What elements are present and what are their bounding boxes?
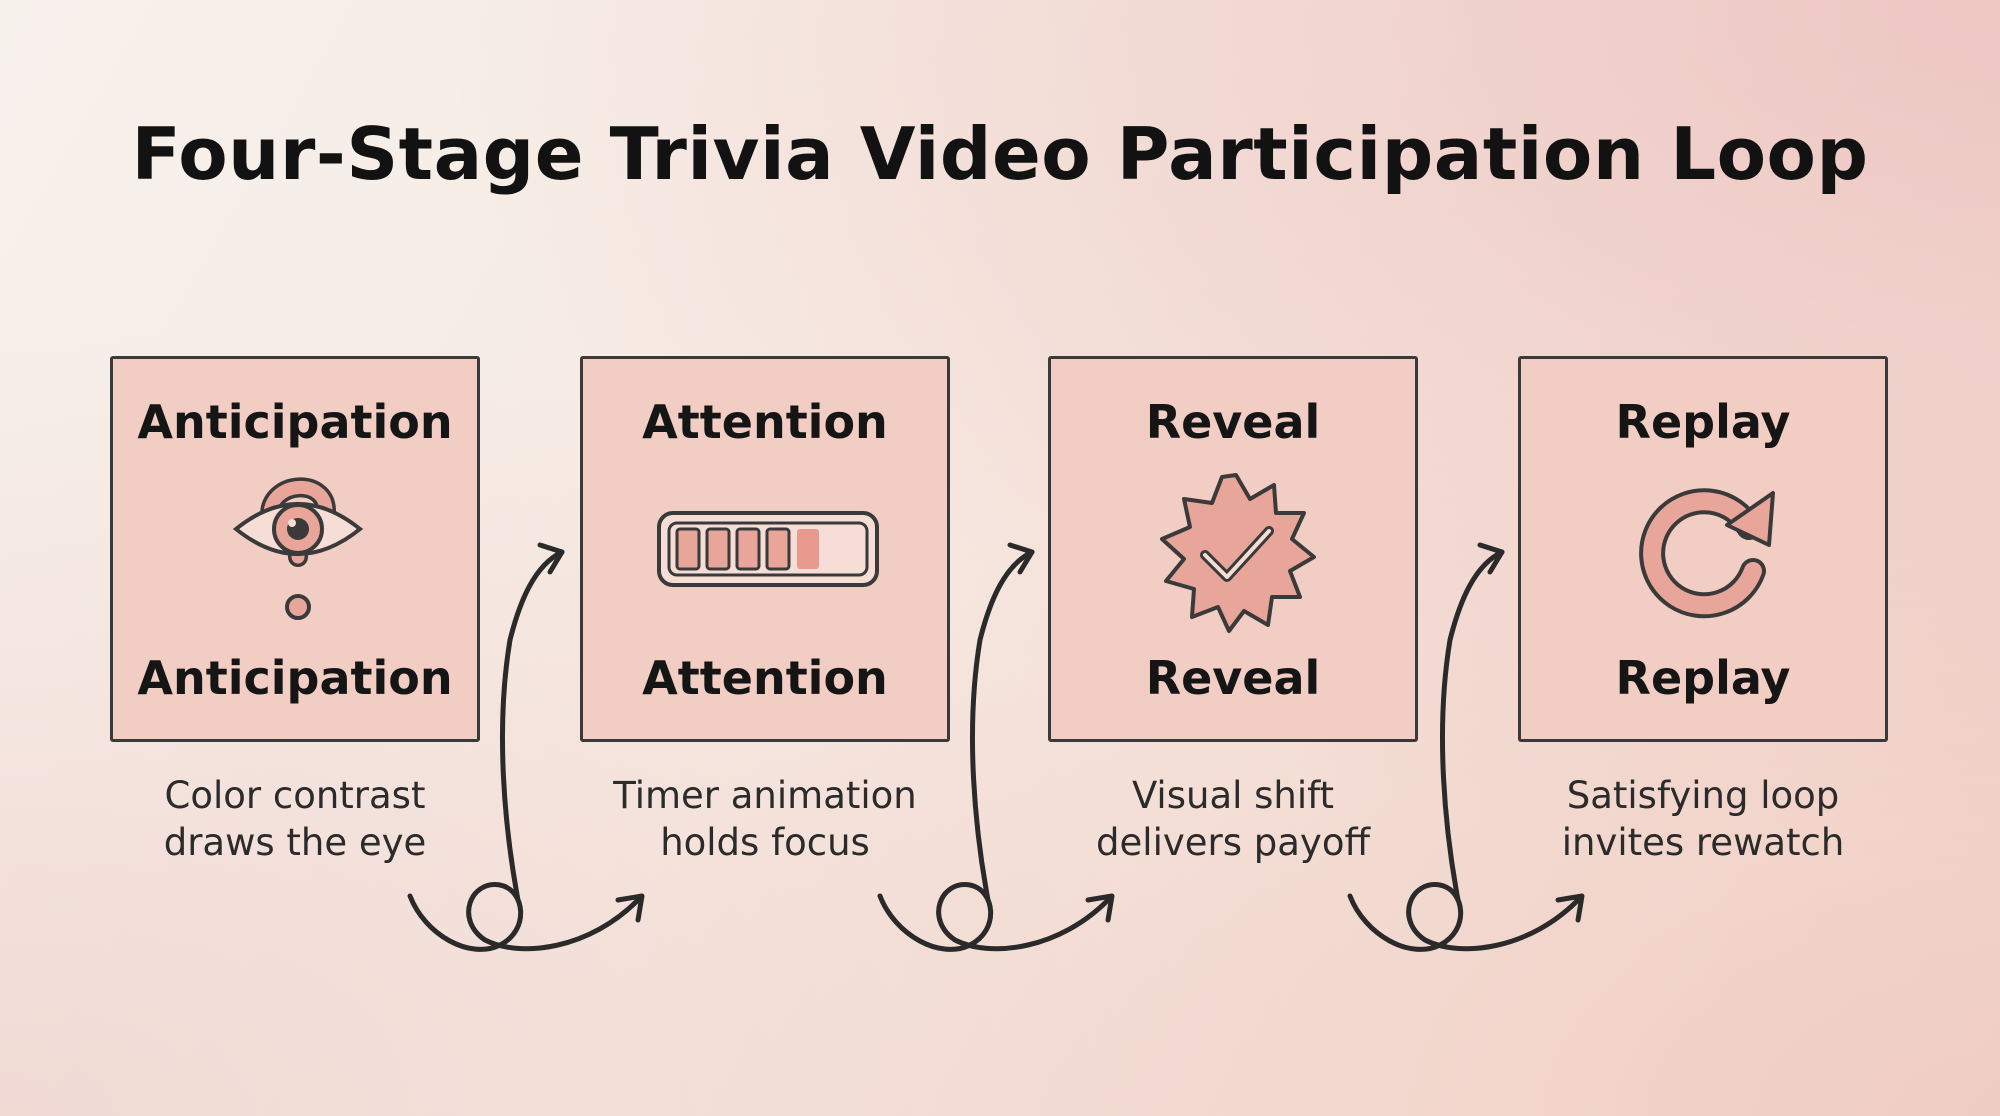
- stage-caption-reveal: Visual shift delivers payoff: [1048, 772, 1418, 866]
- stage-title-top: Attention: [642, 395, 888, 449]
- diagram-title: Four-Stage Trivia Video Participation Lo…: [131, 112, 1869, 196]
- replay-icon: [1639, 488, 1775, 619]
- stage-title-bottom: Attention: [642, 651, 888, 705]
- checkmark-badge-icon: [1160, 473, 1316, 633]
- eye-question-icon: [232, 477, 364, 620]
- caption-line: Satisfying loop: [1566, 774, 1840, 817]
- caption-line: draws the eye: [163, 821, 427, 864]
- stage-caption-replay: Satisfying loop invites rewatch: [1518, 772, 1888, 866]
- stage-card-anticipation: Anticipation Anticipation: [110, 356, 480, 742]
- loop-arrow-3-to-4: [1347, 542, 1585, 952]
- loop-arrow-2-to-3: [877, 542, 1115, 952]
- caption-line: invites rewatch: [1561, 821, 1845, 864]
- stage-title-bottom: Reveal: [1145, 651, 1321, 705]
- caption-line: Visual shift: [1131, 774, 1335, 817]
- stage-caption-anticipation: Color contrast draws the eye: [110, 772, 480, 866]
- stage-caption-attention: Timer animation holds focus: [580, 772, 950, 866]
- stage-title-top: Replay: [1615, 395, 1791, 449]
- stage-title-top: Anticipation: [137, 395, 453, 449]
- stage-card-reveal: Reveal Reveal: [1048, 356, 1418, 742]
- loop-arrow-1-to-2: [407, 542, 645, 952]
- timer-bar-icon: [657, 511, 879, 587]
- stage-title-bottom: Anticipation: [137, 651, 453, 705]
- stage-title-bottom: Replay: [1615, 651, 1791, 705]
- stage-card-replay: Replay Replay: [1518, 356, 1888, 742]
- caption-line: holds focus: [660, 821, 870, 864]
- caption-line: Color contrast: [164, 774, 426, 817]
- caption-line: delivers payoff: [1096, 821, 1370, 864]
- stage-title-top: Reveal: [1145, 395, 1321, 449]
- stage-card-attention: Attention Attention: [580, 356, 950, 742]
- caption-line: Timer animation: [613, 774, 917, 817]
